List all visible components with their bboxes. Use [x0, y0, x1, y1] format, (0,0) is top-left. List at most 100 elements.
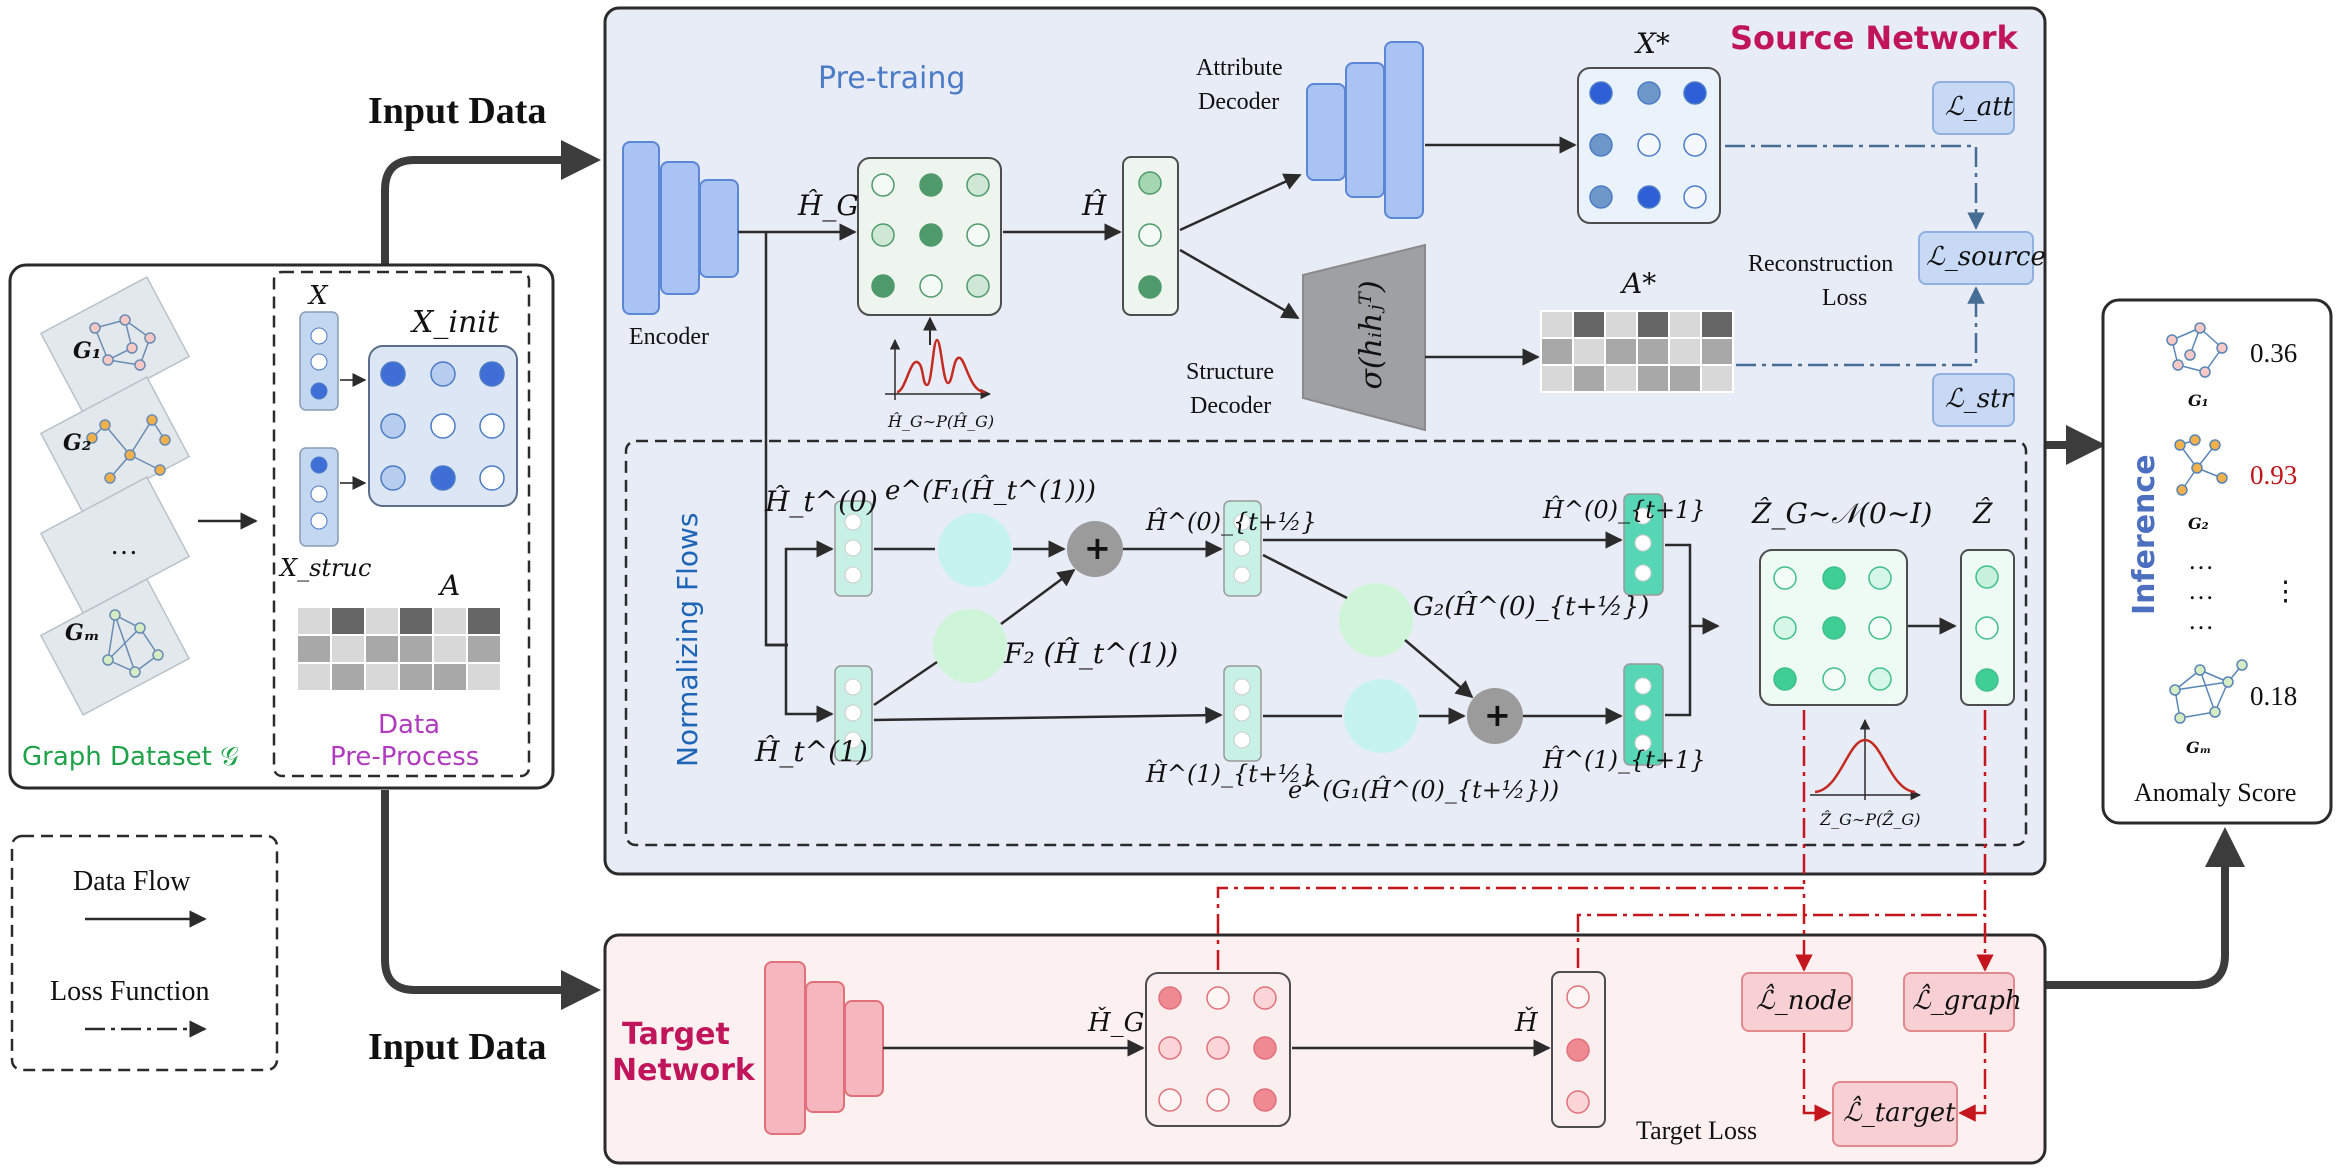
target-to-inference-arrow — [2046, 827, 2245, 989]
loss-target-box — [1832, 1081, 1958, 1147]
structure-decoder-label-2: Decoder — [1190, 393, 1272, 419]
reconstruction-loss-label-2: Loss — [1822, 285, 1868, 311]
target-network-title-1: Target — [622, 1017, 730, 1052]
inference-title: Inference — [2127, 454, 2162, 615]
hg-prior-label: Ĥ_G∼P(Ĥ_G) — [888, 412, 995, 431]
pre-x-label: X — [309, 281, 328, 311]
pre-xinit-label: X_init — [412, 305, 499, 340]
reconstruction-loss-label-1: Reconstruction — [1748, 251, 1894, 277]
z-hat-label: Ẑ — [1973, 497, 1993, 530]
h-vector-nodes — [1138, 171, 1162, 299]
x-star-label: X* — [1636, 27, 1670, 60]
attribute-decoder-label-1: Attribute — [1196, 55, 1283, 81]
z-vector-nodes — [1975, 565, 1999, 692]
normalizing-flows-title: Normalizing Flows — [671, 512, 704, 768]
graph-label-1: G₁ — [73, 338, 102, 364]
ef1-node — [938, 513, 1012, 587]
anomaly-score-label: Anomaly Score — [2134, 778, 2297, 807]
loss-source-box — [1918, 231, 2034, 285]
target-loss-lines — [1216, 710, 1994, 1122]
target-hg-nodes — [1158, 986, 1277, 1112]
zg-prior-plot — [1810, 718, 1922, 801]
f2-node — [933, 609, 1007, 683]
plus-node-top — [1067, 521, 1123, 577]
sigma-label: σ(hᵢhⱼᵀ) — [1354, 280, 1389, 390]
graph-label-m: Gₘ — [65, 620, 100, 646]
encoder-label: Encoder — [629, 324, 709, 350]
pre-xinit-nodes — [380, 361, 505, 491]
inference-graph-m — [2169, 659, 2248, 724]
source-loss-lines — [1725, 144, 1985, 367]
h-hat-label: Ĥ — [1082, 189, 1107, 222]
encoder-block — [622, 141, 739, 315]
pre-arrows — [340, 373, 367, 490]
inference-graph-label-m: Gₘ — [2186, 738, 2212, 757]
ef1-label: e^(F₁(Ĥ_t^(1))) — [885, 476, 1096, 506]
loss-graph-label: ℒ̂_graph — [1912, 986, 2022, 1016]
plus-node-bottom — [1467, 688, 1523, 744]
inference-graph-label-1: G₁ — [2188, 391, 2209, 410]
legend-panel — [10, 834, 279, 1072]
flow-vector-nodes — [844, 507, 1652, 752]
score-1: 0.36 — [2250, 338, 2298, 368]
ht0-label: Ĥ_t^(0) — [765, 485, 878, 518]
legend-loss-function-label: Loss Function — [50, 976, 210, 1007]
structure-decoder-block — [1302, 243, 1426, 432]
target-loss-label: Target Loss — [1636, 1116, 1758, 1145]
graph-label-2: G₂ — [63, 430, 92, 456]
a-star-label: A* — [1622, 267, 1657, 300]
inference-dots-3: … — [2188, 606, 2214, 635]
target-encoder-block — [764, 961, 884, 1135]
h-half-0-label: Ĥ^(0)_{t+½} — [1146, 508, 1317, 536]
h-next-1-label: Ĥ^(1)_{t+1} — [1543, 746, 1706, 774]
pretraining-label: Pre-traing — [818, 61, 966, 96]
eg1-node — [1344, 679, 1418, 753]
plus-top-label: + — [1084, 529, 1111, 567]
loss-str-label: ℒ_str — [1945, 384, 2013, 414]
pre-a-matrix — [296, 606, 502, 692]
legend-data-flow-label: Data Flow — [73, 866, 191, 897]
hg-label: Ĥ_G — [798, 189, 859, 222]
graph-card-2 — [39, 376, 191, 514]
preprocess-panel — [272, 270, 531, 778]
hg-matrix-nodes — [871, 173, 990, 298]
structure-decoder-label-1: Structure — [1186, 359, 1274, 385]
zg-label: Ẑ_G∼𝒩(0∼I) — [1752, 497, 1933, 530]
score-m: 0.18 — [2250, 681, 2298, 711]
target-h-nodes — [1566, 985, 1590, 1114]
loss-node-label: ℒ̂_node — [1756, 986, 1853, 1016]
loss-att-label: ℒ_att — [1945, 92, 2014, 122]
ht1-label: Ĥ_t^(1) — [755, 735, 868, 768]
graph-dataset-label: Graph Dataset 𝒢 — [22, 742, 239, 772]
input-arrow-top — [381, 140, 601, 265]
target-h-label: Ȟ — [1515, 1008, 1538, 1038]
preprocess-label-1: Data — [378, 710, 441, 740]
f2-label: F₂ (Ĥ_t^(1)) — [1004, 637, 1179, 670]
score-dots: ⋮ — [2272, 576, 2299, 606]
loss-source-label: ℒ_source — [1926, 242, 2046, 272]
inference-graph-2 — [2174, 434, 2228, 496]
pre-a-label: A — [440, 569, 461, 602]
zg-matrix-nodes — [1773, 566, 1892, 691]
pre-xstruc-nodes — [310, 456, 328, 530]
pre-x-nodes — [310, 327, 328, 400]
a-star-matrix — [1540, 310, 1734, 393]
g2-label: G₂(Ĥ^(0)_{t+½}) — [1413, 592, 1650, 622]
preprocess-label-2: Pre-Process — [330, 742, 480, 772]
graph-card-m — [39, 578, 191, 716]
input-data-top-label: Input Data — [368, 90, 547, 132]
loss-target-label: ℒ̂_target — [1843, 1098, 1956, 1128]
loss-graph-box — [1903, 972, 2015, 1032]
hg-prior-plot — [885, 316, 992, 400]
normalizing-flows-panel — [624, 439, 2028, 847]
input-data-bottom-label: Input Data — [368, 1026, 547, 1068]
inference-graph-1 — [2166, 322, 2228, 378]
x-star-nodes — [1589, 81, 1707, 209]
graph-card-1 — [39, 276, 191, 414]
eg1-label: e^(G₁(Ĥ^(0)_{t+½})) — [1288, 776, 1560, 804]
inference-graph-label-2: G₂ — [2188, 514, 2209, 533]
score-2: 0.93 — [2250, 460, 2298, 490]
loss-str-box — [1932, 373, 2015, 427]
plus-bottom-label: + — [1484, 696, 1511, 734]
